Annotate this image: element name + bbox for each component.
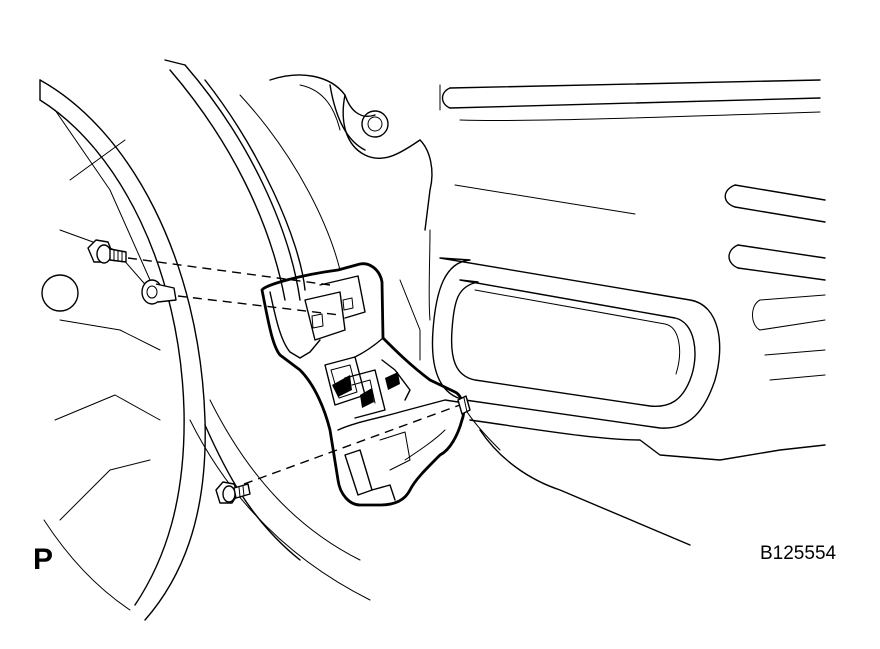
install-guide-lines	[127, 257, 461, 485]
fender-bracket	[260, 262, 465, 507]
view-letter: P	[33, 543, 54, 576]
figure-code: B125554	[760, 543, 837, 564]
fender-liner	[164, 59, 371, 601]
bolt-lower	[215, 481, 251, 504]
stud-right	[457, 395, 471, 415]
clip-middle	[141, 279, 177, 305]
wheel	[39, 79, 206, 621]
body-panel	[269, 74, 826, 546]
bolt-upper	[87, 239, 127, 264]
